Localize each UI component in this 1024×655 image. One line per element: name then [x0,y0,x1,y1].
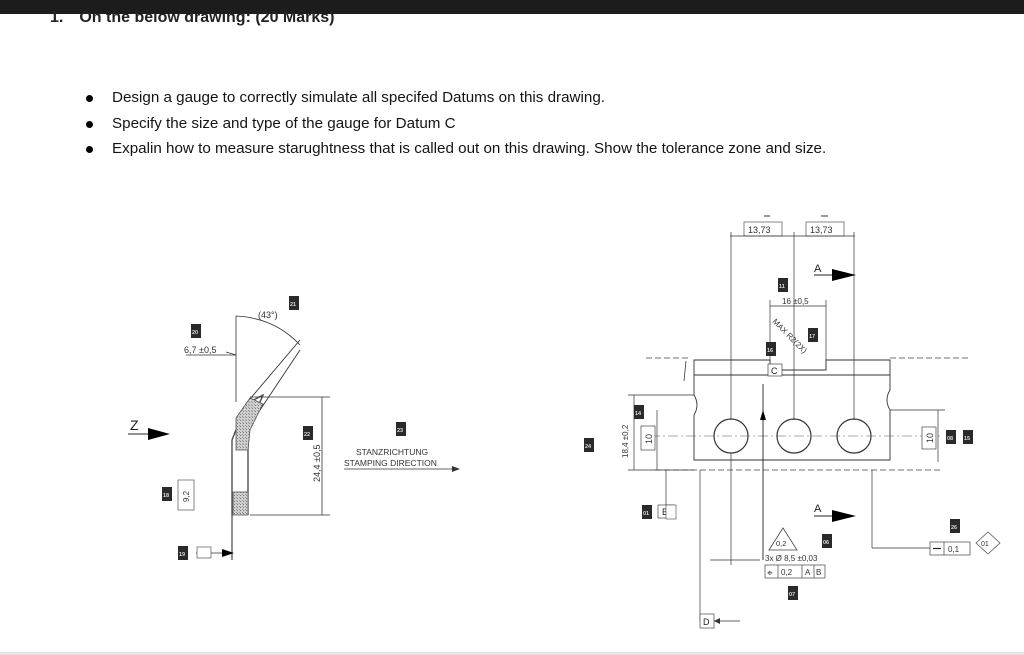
dim-16: 16 ±0,5 [782,297,809,306]
part-body [693,375,891,461]
question-number: 1. [50,9,64,26]
stamping-en: STAMPING DIRECTION [344,458,437,468]
datum-z-arrow [148,428,170,440]
triangle-note-text: 0,2 [776,539,786,548]
diamond-note [975,531,1001,555]
balloon-18: 18 [163,493,169,499]
task-list: Design a gauge to correctly simulate all… [86,87,826,164]
datum-c: C [771,366,778,376]
balloon-24: 24 [585,444,592,450]
balloon-01: 01 [643,511,649,517]
right-front-view: 13,73 13,73 A 16 ±0,5 MAX R2(2X) C [621,215,1001,629]
position-datum-b: B [816,568,821,577]
datum-z-label: Z [130,417,139,433]
position-tol-value: 0,2 [781,568,793,577]
task-item: Design a gauge to correctly simulate all… [86,87,826,113]
triangle-note [768,527,798,551]
dim-24-4: 24,4 ±0,5 [312,445,322,482]
left-side-view: (43°) 6,7 ±0,5 24,4 ±0,5 Z 9,2 STANZRICH… [128,310,460,560]
radius-note: MAX R2(2X) [771,317,809,355]
position-datum-a: A [805,568,811,577]
position-tolerance-frame [764,564,826,579]
balloon-23: 23 [397,428,403,434]
dim-9-2: 9,2 [182,490,191,502]
section-a-bottom: A [814,503,822,515]
question-heading: 1. On the below drawing: (20 Marks) [50,9,335,27]
balloon-07: 07 [789,592,795,598]
top-header-bar [0,0,1024,14]
position-symbol: ⌖ [767,568,773,579]
balloon-11: 11 [779,284,785,290]
task-item: Expalin how to measure starughtness that… [86,138,826,164]
balloon-22: 22 [304,432,310,438]
balloon-08: 08 [947,436,953,442]
hatched-section-bottom [232,491,249,516]
dim-10-left: 10 [644,434,654,444]
balloon-06: 06 [823,540,829,546]
hatched-section-top [235,397,264,451]
datum-b: B [662,507,668,517]
bottom-divider [0,652,1024,655]
dim-18-4: 18,4 ±0,2 [621,424,630,458]
datum-d: D [703,617,710,627]
question-title: On the below drawing: (20 Marks) [79,9,335,26]
dim-10-right: 10 [925,433,935,443]
dim-6-7: 6,7 ±0,5 [184,345,216,355]
straightness-frame [929,541,971,556]
balloon-16: 16 [767,348,773,354]
balloon-19: 19 [179,552,185,558]
balloon-21: 21 [290,302,296,308]
straightness-value: 0,1 [948,545,960,554]
task-item: Specify the size and type of the gauge f… [86,113,826,139]
diamond-note-text: 01 [981,541,989,548]
balloon-group: 20 21 22 23 18 19 01 24 14 11 16 17 08 1… [162,278,973,600]
balloon-15: 15 [964,436,970,442]
balloon-17: 17 [809,334,815,340]
part-top-flange [693,359,891,376]
dim-13-73-left: 13,73 [748,225,771,235]
angle-dim: (43°) [258,310,278,320]
balloon-20: 20 [192,330,198,336]
hole-callout: 3x Ø 8,5 ±0,03 [765,554,818,563]
balloon-26: 26 [951,525,957,531]
dim-13-73-right: 13,73 [810,225,833,235]
stamping-de: STANZRICHTUNG [356,447,428,457]
section-a-top: A [814,263,822,275]
balloon-14: 14 [635,411,642,417]
